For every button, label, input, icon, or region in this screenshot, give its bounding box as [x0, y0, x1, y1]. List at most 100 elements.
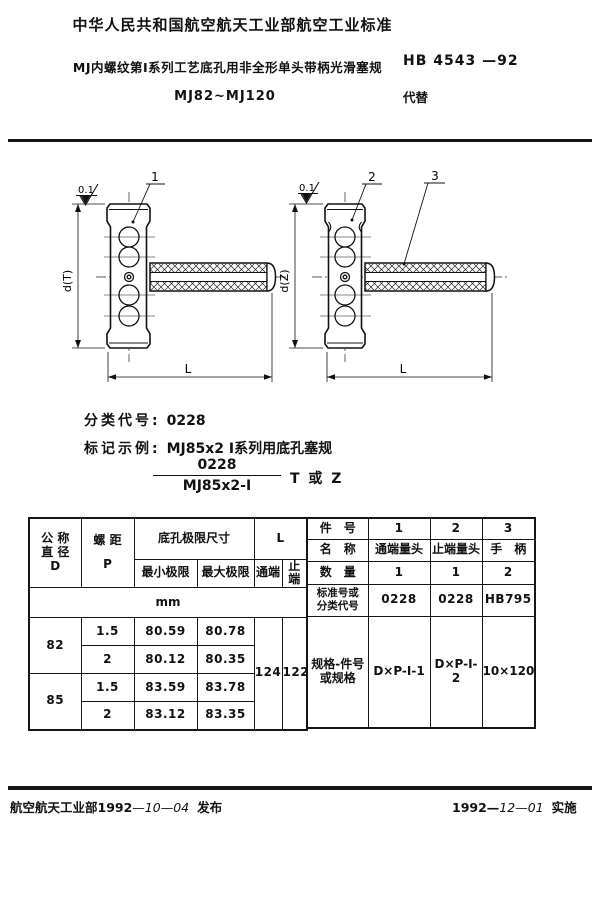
gauge-hole — [118, 246, 140, 268]
gauge-hole — [334, 284, 356, 306]
callout-1-label: 1 — [151, 170, 159, 184]
dimension-L-left — [107, 293, 273, 382]
parts-table: 件 号 1 2 3 名 称 通端量头 止端量头 手 柄 数 量 1 1 2 标准… — [306, 517, 536, 729]
cell-diameter-82: 82 — [28, 617, 82, 675]
footer-implement-date-hand: 12—01 — [499, 800, 544, 815]
dimension-L-right — [326, 293, 493, 382]
row-header-part-no: 件 号 — [306, 517, 369, 540]
unit-row: mm — [28, 587, 308, 619]
table-cell: 2 — [80, 701, 135, 731]
dimension-label-L-right: L — [400, 362, 407, 376]
header-rule — [8, 139, 592, 142]
left-gauge: d(T) L 0.1 1 — [61, 170, 287, 382]
table-cell: 1 — [367, 560, 431, 585]
classification-code-label: 分类代号: — [84, 413, 161, 429]
col-header-pitch: 螺 距 P — [80, 517, 135, 589]
header-line: 螺 距 — [93, 533, 122, 548]
table-cell: 80.35 — [196, 645, 255, 675]
center-hole-inner — [342, 274, 348, 280]
row-header-qty: 数 量 — [306, 560, 369, 585]
dimension-dT — [72, 203, 105, 349]
table-cell: 1 — [367, 517, 431, 540]
table-cell: 80.59 — [133, 617, 198, 647]
cell-diameter-85: 85 — [28, 673, 82, 731]
dimension-label-dT: d(T) — [61, 270, 74, 292]
row-header-std-or-code: 标准号或 分类代号 — [306, 583, 369, 617]
col-header-hole-limits: 底孔极限尺寸 — [133, 517, 255, 560]
header-line: P — [103, 557, 112, 572]
callout-3: 3 — [402, 169, 445, 266]
neck-groove — [328, 221, 362, 233]
header-line: 直 径 — [41, 545, 70, 560]
gauge-hole — [334, 246, 356, 268]
col-header-max-limit: 最大极限 — [196, 558, 255, 589]
knurl-band — [150, 281, 267, 291]
table-cell: 1.5 — [80, 673, 135, 703]
left-gauge-body — [106, 203, 151, 349]
marking-fraction: 0228 MJ85x2-I — [153, 457, 281, 494]
table-cell: 80.78 — [196, 617, 255, 647]
table-cell: 83.78 — [196, 673, 255, 703]
table-cell: 80.12 — [133, 645, 198, 675]
footer-implement-date-printed: 1992— — [452, 800, 500, 815]
col-header-L: L — [253, 517, 308, 560]
supersede-label: 代替 — [403, 90, 429, 105]
table-cell: 2 — [80, 645, 135, 675]
dimension-table: 公 称 直 径 D 螺 距 P 底孔极限尺寸 L 最小极限 最大极限 通端 止端… — [28, 517, 309, 731]
cell-part-name-handle: 手 柄 — [481, 538, 536, 562]
gauge-hole — [334, 305, 356, 327]
cell-spec-handle: 10×120 — [481, 615, 536, 729]
callout-3-label: 3 — [431, 169, 439, 183]
cell-part-name-nogo-head: 止端量头 — [429, 538, 483, 562]
table-cell: 0228 — [429, 583, 483, 617]
cell-part-name-go-head: 通端量头 — [367, 538, 431, 562]
header-line: D — [50, 558, 61, 573]
table-cell: 83.35 — [196, 701, 255, 731]
col-header-go-end: 通端 — [253, 558, 283, 589]
classification-code-value: 0228 — [166, 413, 206, 429]
header-line: 规格-件号 — [311, 656, 365, 671]
table-cell: 1 — [429, 560, 483, 585]
surface-finish-mark-left: 0.1 — [76, 183, 99, 207]
technical-drawing: d(T) L 0.1 1 — [61, 169, 507, 382]
header-line: 标准号或 — [316, 587, 359, 600]
dimension-label-dZ: d(Z) — [278, 269, 291, 292]
cell-L-go-value: 124 — [253, 617, 283, 731]
handle-end-cap — [266, 262, 277, 292]
header-line: 分类代号 — [316, 600, 359, 612]
standard-range: MJ82~MJ120 — [174, 89, 276, 104]
table-cell: 83.59 — [133, 673, 198, 703]
dimension-label-L-left: L — [185, 362, 192, 376]
standard-org-line: 中华人民共和国航空航天工业部航空工业标准 — [72, 16, 393, 34]
finish-value-left: 0.1 — [78, 185, 94, 196]
footer-issuer: 航空航天工业部1992 — [10, 800, 133, 815]
handle-end-cap — [485, 262, 496, 292]
cell-L-nogo-value: 122 — [281, 617, 309, 731]
fraction-suffix: T 或 Z — [290, 471, 344, 487]
center-hole — [123, 271, 135, 283]
standard-number: HB 4543 —92 — [403, 53, 519, 69]
table-cell: 0228 — [367, 583, 431, 617]
knurl-band — [150, 263, 267, 273]
col-header-min-limit: 最小极限 — [133, 558, 198, 589]
footer-rule — [8, 786, 592, 790]
callout-2: 2 — [350, 170, 382, 222]
footer-issue-label: 发布 — [197, 800, 223, 815]
right-gauge: d(Z) L 0.1 2 — [278, 169, 507, 382]
dimension-dZ — [289, 203, 323, 349]
gauge-hole — [118, 284, 140, 306]
knurl-band — [365, 281, 486, 291]
center-hole — [339, 271, 351, 283]
callout-1: 1 — [131, 170, 165, 224]
gauge-hole — [118, 305, 140, 327]
header-line: 公 称 — [41, 531, 70, 546]
footer-issue-date: —10—04 — [132, 800, 190, 815]
right-gauge-handle — [364, 262, 496, 292]
footer-issue-line: 航空航天工业部1992—10—04 发布 — [10, 797, 222, 816]
row-header-name: 名 称 — [306, 538, 369, 562]
fraction-denominator: MJ85x2-I — [182, 478, 252, 494]
table-cell: 83.12 — [133, 701, 198, 731]
cell-spec-nogo: D×P-I-2 — [429, 615, 483, 729]
knurl-band — [365, 263, 486, 273]
center-hole-inner — [126, 274, 132, 280]
